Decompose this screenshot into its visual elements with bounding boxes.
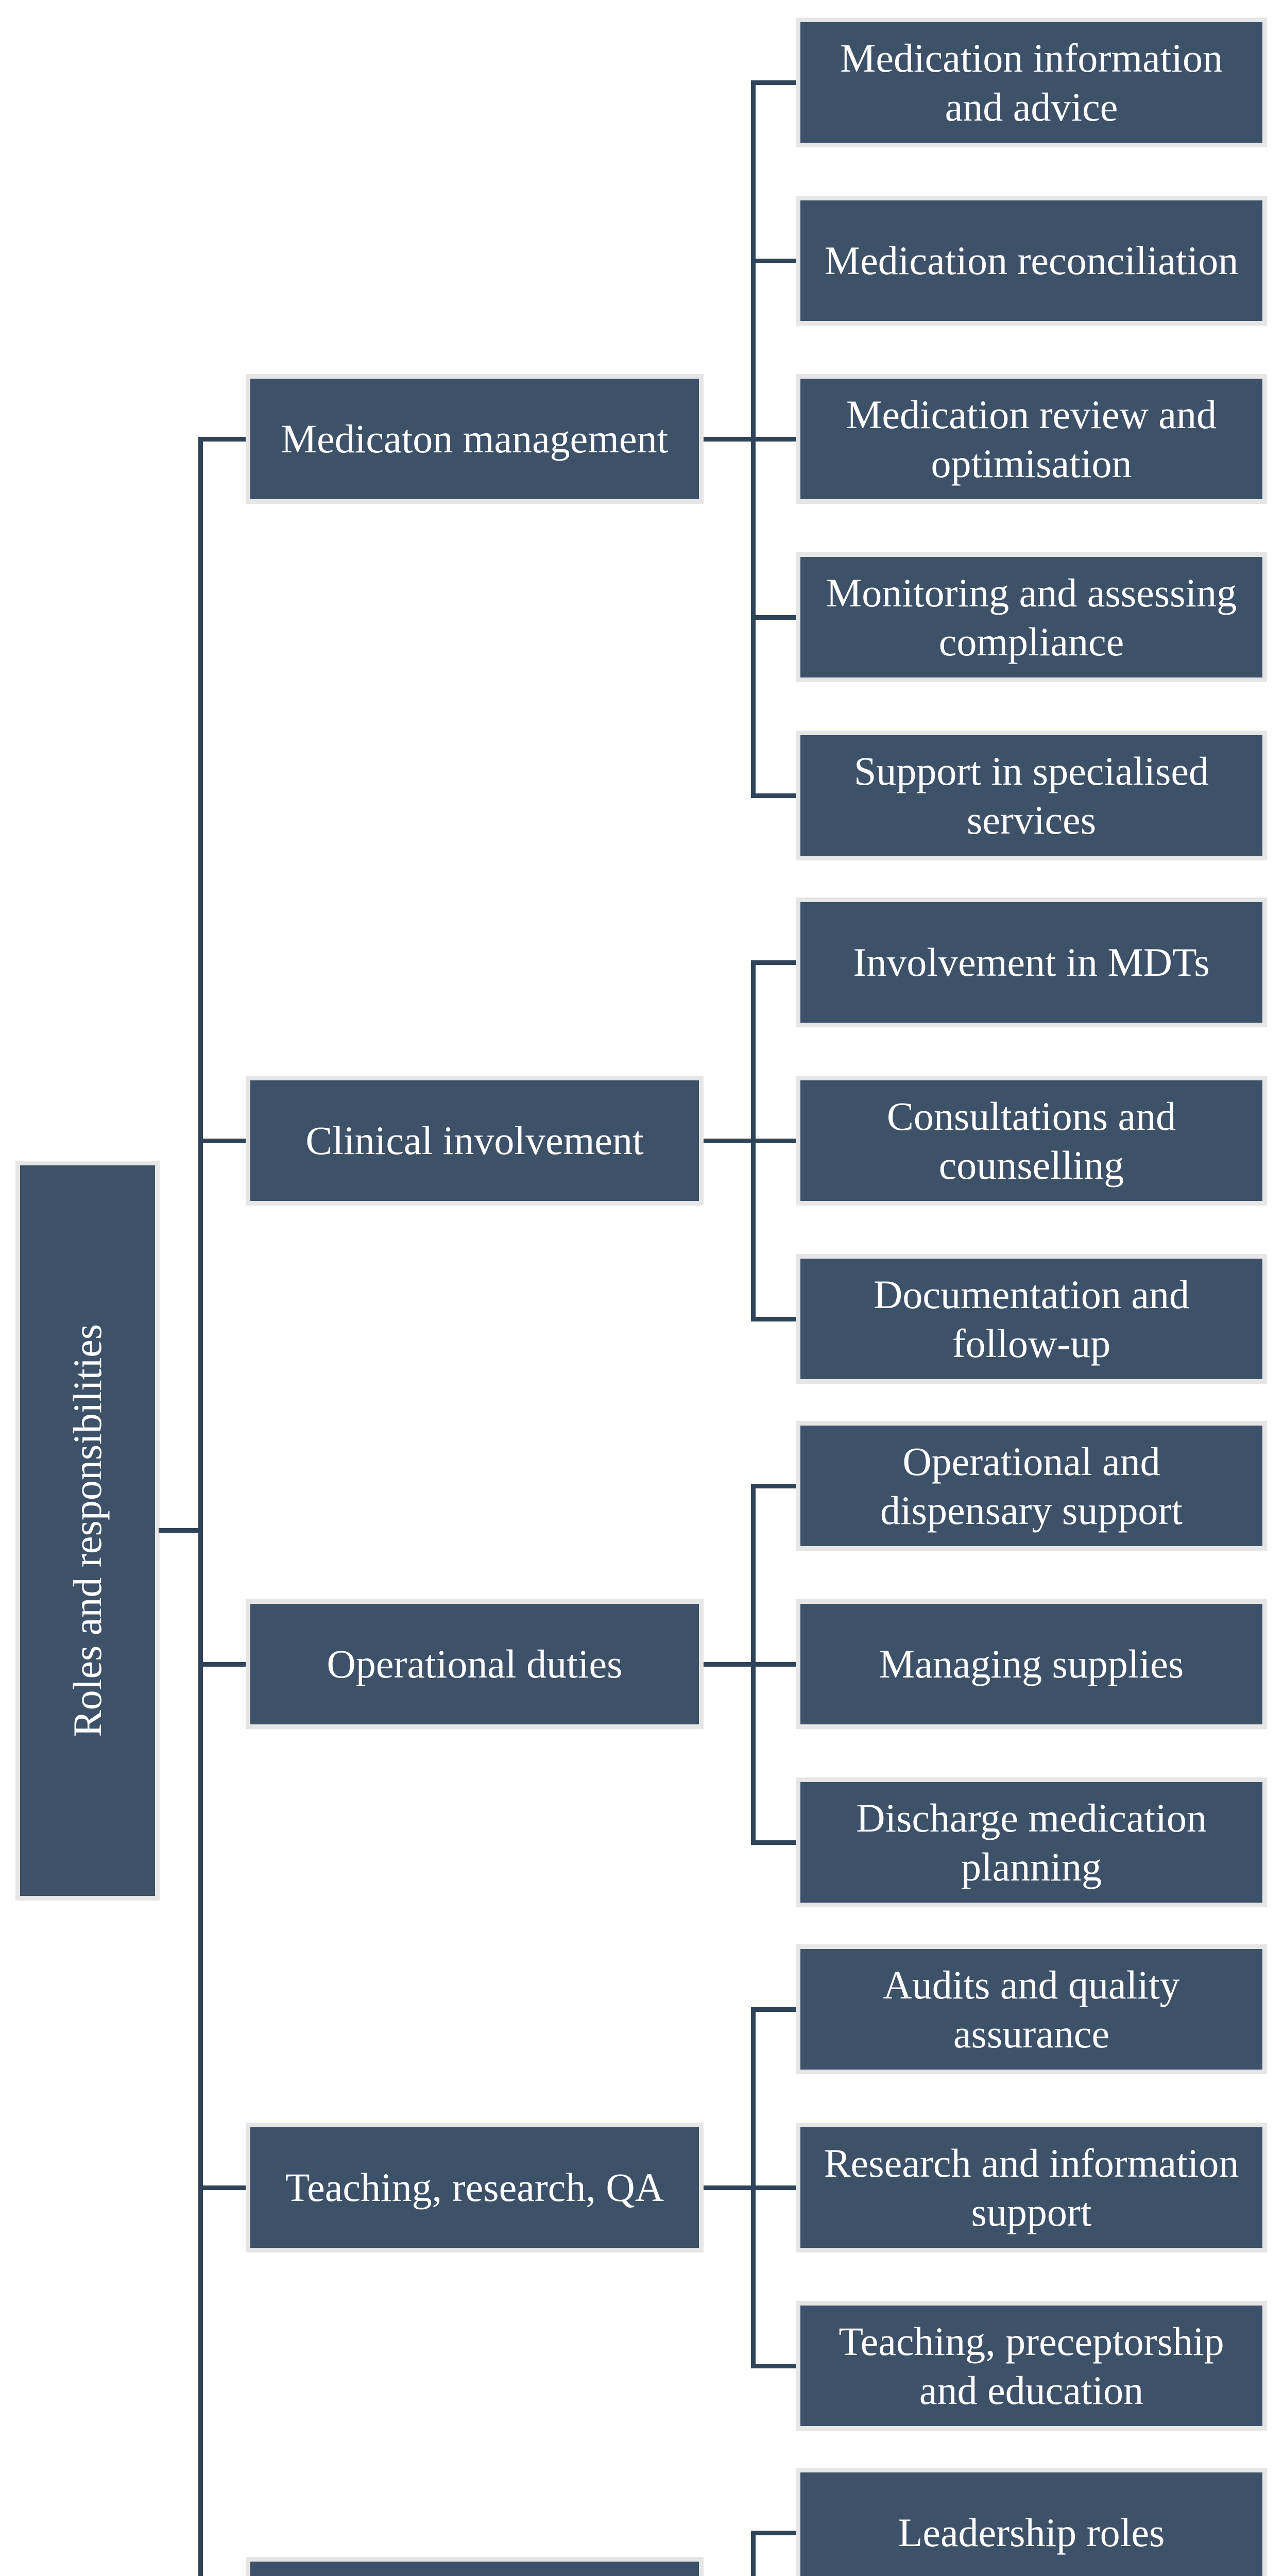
branch-node-medicaton-management: Medicaton management [246, 374, 704, 504]
root-node-label: Roles and responsibilities [65, 1324, 110, 1737]
child-node-operational-and: Operational and dispensary support [796, 1421, 1267, 1551]
child-node-involvement-in-mdts: Involvement in MDTs [796, 897, 1267, 1027]
branch-node-teaching-research-qa: Teaching, research, QA [246, 2123, 704, 2252]
connector-line [751, 2185, 796, 2190]
connector-spine-line [198, 436, 203, 2576]
child-node-teaching-preceptorship: Teaching, preceptorship and education [796, 2301, 1267, 2431]
connector-line [198, 1662, 246, 1667]
connector-line [751, 80, 796, 85]
connector-line [751, 1483, 796, 1488]
connector-line [751, 436, 796, 442]
child-node-monitoring-and-assessing: Monitoring and assessing compliance [796, 552, 1267, 682]
connector-line [751, 2530, 796, 2535]
connector-line [198, 1138, 246, 1143]
root-node: Roles and responsibilities [15, 1160, 160, 1901]
connector-line [751, 1840, 796, 1845]
connector-line [751, 258, 796, 263]
child-node-leadership-roles: Leadership roles [796, 2468, 1267, 2576]
connector-line [751, 793, 796, 798]
child-node-support-in-specialised: Support in specialised services [796, 731, 1267, 860]
connector-line [703, 1138, 756, 1143]
connector-line [751, 1316, 796, 1321]
branch-node-operational-duties: Operational duties [246, 1599, 704, 1729]
child-node-research-and-information: Research and information support [796, 2123, 1267, 2252]
child-node-discharge-medication: Discharge medication planning [796, 1777, 1267, 1907]
connector-line [703, 436, 756, 442]
child-node-medication-reconciliation: Medication reconciliation [796, 196, 1267, 326]
branch-node-leadership-and-strategic: Leadership and strategic roles [246, 2557, 704, 2576]
child-node-consultations-and: Consultations and counselling [796, 1076, 1267, 1206]
connector-line [751, 1662, 796, 1667]
connector-spine-line [751, 2530, 756, 2576]
connector-line [751, 960, 796, 965]
child-node-documentation-and: Documentation and follow-up [796, 1254, 1267, 1384]
child-node-managing-supplies: Managing supplies [796, 1599, 1267, 1729]
connector-line [751, 615, 796, 620]
connector-line [703, 2185, 756, 2190]
connector-line [703, 1662, 756, 1667]
child-node-audits-and-quality: Audits and quality assurance [796, 1944, 1267, 2074]
connector-line [751, 2363, 796, 2368]
connector-line [159, 1528, 203, 1533]
child-node-medication-review-and: Medication review and optimisation [796, 374, 1267, 504]
connector-line [751, 2007, 796, 2012]
connector-line [751, 1138, 796, 1143]
connector-line [198, 2185, 246, 2190]
connector-line [198, 436, 246, 442]
branch-node-clinical-involvement: Clinical involvement [246, 1076, 704, 1206]
child-node-medication-information: Medication information and advice [796, 18, 1267, 147]
